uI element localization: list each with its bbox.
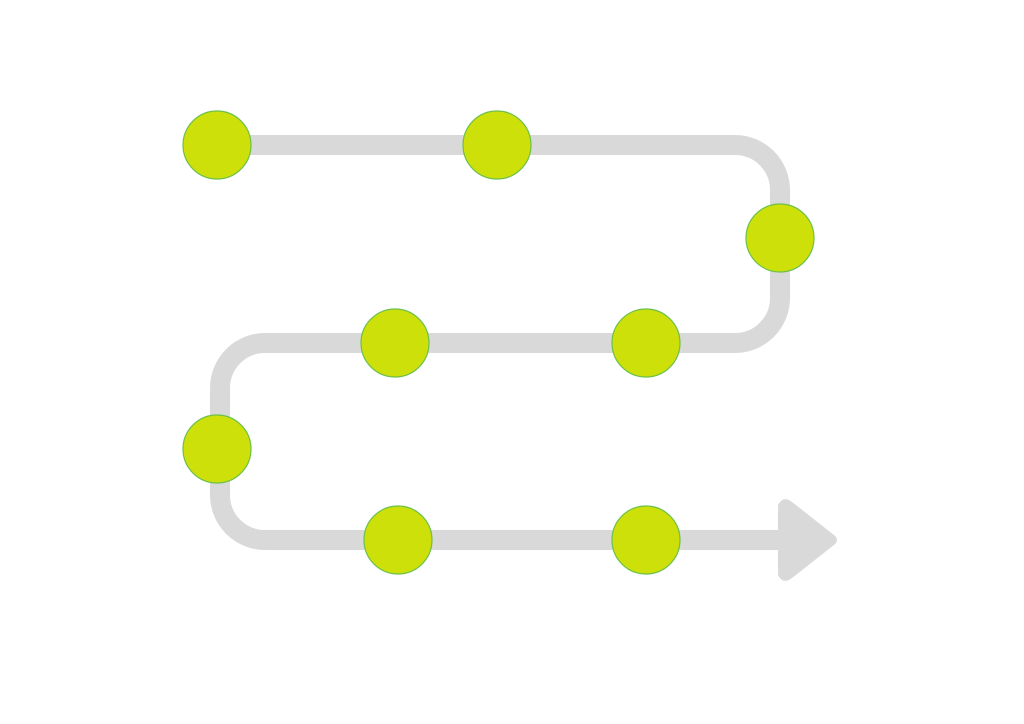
arrow-head-icon bbox=[778, 499, 837, 581]
step-node-4 bbox=[611, 308, 681, 378]
step-node-1 bbox=[182, 110, 252, 180]
timeline-path bbox=[210, 135, 790, 550]
step-node-8 bbox=[611, 505, 681, 575]
step-node-5 bbox=[360, 308, 430, 378]
step-node-7 bbox=[363, 505, 433, 575]
step-label-1: Information bbox=[169, 195, 265, 216]
step-node-6 bbox=[182, 414, 252, 484]
step-node-3 bbox=[745, 203, 815, 273]
step-node-2 bbox=[462, 110, 532, 180]
